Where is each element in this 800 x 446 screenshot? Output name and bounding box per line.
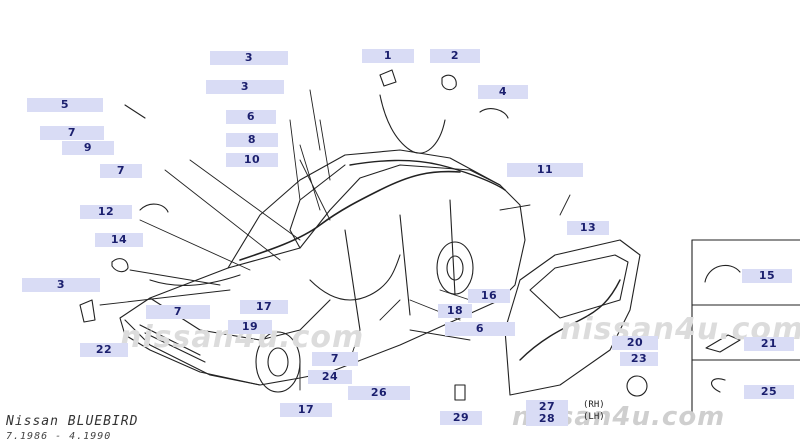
- door-window-outline: [529, 254, 629, 319]
- door-line: [344, 199, 456, 331]
- callout-16[interactable]: 16: [468, 289, 510, 303]
- callout-10[interactable]: 10: [226, 153, 278, 167]
- callout-19[interactable]: 19: [228, 320, 272, 334]
- callout-2[interactable]: 2: [430, 49, 480, 63]
- callout-17a[interactable]: 17: [240, 300, 288, 314]
- callout-6a[interactable]: 6: [226, 110, 276, 124]
- harness-door: [309, 254, 401, 301]
- callout-25[interactable]: 25: [744, 385, 794, 399]
- rear-wheel-hub: [446, 255, 464, 281]
- part-21-icon: [705, 334, 741, 353]
- callout-26[interactable]: 26: [348, 386, 410, 400]
- callout-18[interactable]: 18: [438, 304, 472, 318]
- callout-7a[interactable]: 7: [40, 126, 104, 140]
- callout-9[interactable]: 9: [62, 141, 114, 155]
- hood-line: [149, 297, 331, 341]
- callout-27[interactable]: 27: [526, 400, 568, 414]
- callout-15[interactable]: 15: [742, 269, 792, 283]
- diagram-subtitle: 7.1986 - 4.1990: [6, 431, 112, 442]
- leader-lines: [99, 89, 571, 391]
- part-12-icon: [139, 203, 169, 213]
- part-2-icon: [441, 74, 457, 91]
- callout-21[interactable]: 21: [744, 337, 794, 351]
- windshield-line: [289, 164, 346, 249]
- callout-8[interactable]: 8: [226, 133, 278, 147]
- part-4-icon: [479, 108, 509, 119]
- part-1-icon: [379, 69, 397, 87]
- callout-7d[interactable]: 7: [312, 352, 358, 366]
- car-roof-line: [227, 149, 501, 269]
- callout-23[interactable]: 23: [620, 352, 658, 366]
- callout-7c[interactable]: 7: [146, 305, 210, 319]
- callout-5[interactable]: 5: [27, 98, 103, 112]
- grille-line: [139, 324, 206, 363]
- callout-12[interactable]: 12: [80, 205, 132, 219]
- bumper-line: [124, 319, 261, 386]
- harness-main: [239, 170, 461, 261]
- callout-22[interactable]: 22: [80, 343, 128, 357]
- callout-24[interactable]: 24: [308, 370, 352, 384]
- callout-7b[interactable]: 7: [100, 164, 142, 178]
- door-panel-outline: [504, 239, 641, 396]
- front-wheel-hub: [267, 347, 289, 377]
- callout-1[interactable]: 1: [362, 49, 414, 63]
- harness-rear: [349, 159, 506, 191]
- part-29-icon: [454, 384, 466, 401]
- callout-29[interactable]: 29: [440, 411, 482, 425]
- callout-6b[interactable]: 6: [445, 322, 515, 336]
- callout-3b[interactable]: 3: [206, 80, 284, 94]
- callout-28[interactable]: 28: [526, 412, 568, 426]
- part-5-icon: [124, 104, 146, 119]
- diagram-title: Nissan BLUEBIRD: [6, 414, 139, 429]
- side-label-rh: (RH): [583, 400, 605, 410]
- side-label-lh: (LH): [583, 412, 605, 422]
- callout-14[interactable]: 14: [95, 233, 143, 247]
- part-23-icon: [626, 375, 648, 397]
- callout-3a[interactable]: 3: [210, 51, 288, 65]
- callout-4[interactable]: 4: [478, 85, 528, 99]
- callout-17b[interactable]: 17: [280, 403, 332, 417]
- door-harness: [519, 279, 621, 361]
- callout-3c[interactable]: 3: [22, 278, 100, 292]
- callout-11[interactable]: 11: [507, 163, 583, 177]
- part-22-icon: [79, 299, 96, 323]
- harness-front: [149, 274, 241, 286]
- part-15-icon: [704, 264, 741, 283]
- callout-20[interactable]: 20: [612, 336, 658, 350]
- rear-wheel: [436, 241, 474, 295]
- part-14-icon: [111, 258, 129, 273]
- harness-roof: [379, 94, 446, 154]
- callout-13[interactable]: 13: [567, 221, 609, 235]
- part-25-icon: [711, 378, 726, 393]
